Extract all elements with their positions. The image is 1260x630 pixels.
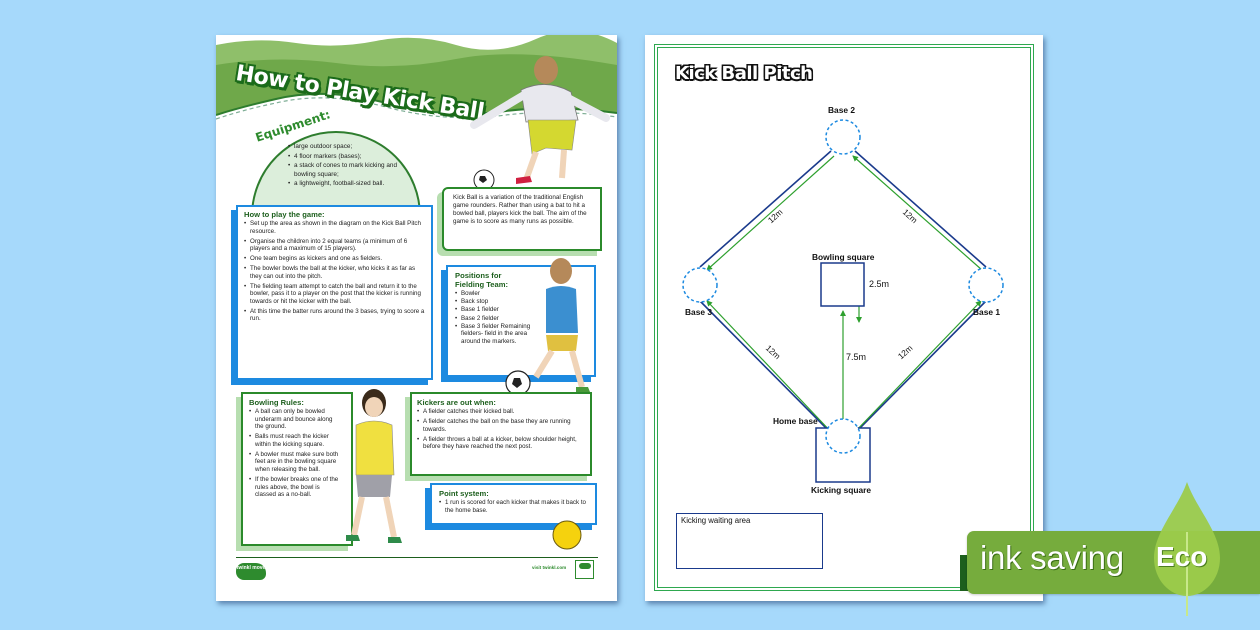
yellow-ball-icon bbox=[552, 520, 582, 550]
base-2-label: Base 2 bbox=[828, 105, 856, 115]
kickers-out-box: Kickers are out when: A fielder catches … bbox=[410, 392, 592, 476]
twinkl-move-logo: twinkl move bbox=[236, 563, 266, 580]
equipment-item: large outdoor space; bbox=[288, 143, 398, 152]
quality-badge-icon bbox=[575, 560, 594, 579]
bowling-rule-item: A bowler must make sure both feet are in… bbox=[249, 451, 341, 474]
footer-divider bbox=[236, 557, 598, 558]
bowling-rules-title: Bowling Rules: bbox=[249, 398, 304, 407]
pitch-frame bbox=[654, 44, 1034, 591]
boy-running-illustration bbox=[346, 389, 402, 543]
girl-kicking-illustration bbox=[470, 56, 610, 190]
base-1-label: Base 1 bbox=[973, 307, 1001, 317]
frame-tab bbox=[960, 555, 968, 591]
bowling-rule-item: Balls must reach the kicker within the k… bbox=[249, 433, 341, 448]
bowling-rule-item: A ball can only be bowled underarm and b… bbox=[249, 408, 341, 431]
how-to-play-item: Set up the area as shown in the diagram … bbox=[244, 220, 425, 235]
position-item: Base 3 fielder Remaining fielders- field… bbox=[455, 323, 533, 346]
waiting-area-label: Kicking waiting area bbox=[681, 516, 751, 525]
how-to-play-item: Organise the children into 2 equal teams… bbox=[244, 238, 425, 253]
bowling-rule-item: If the bowler breaks one of the rules ab… bbox=[249, 476, 341, 499]
bowling-rules-box: Bowling Rules: A ball can only be bowled… bbox=[241, 392, 353, 546]
how-to-play-box: How to play the game: Set up the area as… bbox=[236, 205, 433, 380]
point-system-title: Point system: bbox=[439, 489, 489, 498]
equipment-item: a stack of cones to mark kicking and bow… bbox=[288, 162, 398, 179]
bowling-square-label: Bowling square bbox=[812, 252, 875, 262]
how-to-play-title: How to play the game: bbox=[244, 210, 325, 219]
visit-link[interactable]: visit twinkl.com bbox=[532, 565, 567, 570]
ink-saving-text: ink saving bbox=[980, 539, 1124, 576]
how-to-play-item: At this time the batter runs around the … bbox=[244, 308, 425, 323]
position-item: Base 2 fielder bbox=[455, 315, 533, 323]
equipment-item: 4 floor markers (bases); bbox=[288, 153, 398, 162]
measure-bowling-distance: 7.5m bbox=[846, 352, 867, 362]
point-system-box: Point system: 1 run is scored for each k… bbox=[430, 483, 597, 525]
equipment-item: a lightweight, football-sized ball. bbox=[288, 180, 398, 189]
kicking-waiting-area: Kicking waiting area bbox=[676, 513, 823, 569]
pitch-sheet: Kick Ball Pitch bbox=[645, 35, 1043, 601]
position-item: Bowler bbox=[455, 290, 533, 298]
equipment-list: large outdoor space; 4 floor markers (ba… bbox=[288, 143, 398, 190]
kickers-out-item: A fielder throws a ball at a kicker, bel… bbox=[417, 436, 585, 451]
how-to-play-sheet: How to Play Kick Ball Equipment: large o… bbox=[216, 35, 617, 601]
how-to-play-item: One team begins as kickers and one as fi… bbox=[244, 255, 425, 263]
kickers-out-item: A fielder catches the ball on the base t… bbox=[417, 418, 585, 433]
pitch-title: Kick Ball Pitch bbox=[675, 63, 813, 84]
kickers-out-title: Kickers are out when: bbox=[417, 398, 496, 407]
kickers-out-item: A fielder catches their kicked ball. bbox=[417, 408, 585, 416]
how-to-play-item: The fielding team attempt to catch the b… bbox=[244, 283, 425, 306]
intro-box: Kick Ball is a variation of the traditio… bbox=[442, 187, 602, 251]
positions-title: Positions for Fielding Team: bbox=[455, 271, 509, 289]
kicking-square-label: Kicking square bbox=[811, 485, 872, 495]
how-to-play-item: The bowler bowls the ball at the kicker,… bbox=[244, 265, 425, 280]
position-item: Base 1 fielder bbox=[455, 306, 533, 314]
football-icon bbox=[505, 370, 531, 396]
measure-bowling-size: 2.5m bbox=[869, 279, 890, 289]
eco-label: Eco bbox=[1156, 541, 1208, 572]
position-item: Back stop bbox=[455, 298, 533, 306]
base-3-label: Base 3 bbox=[685, 307, 713, 317]
pitch-diagram bbox=[682, 119, 1004, 483]
home-base-label: Home base bbox=[773, 416, 818, 426]
point-system-item: 1 run is scored for each kicker that mak… bbox=[439, 499, 588, 514]
girl-with-ball-illustration bbox=[533, 258, 590, 392]
leaf-drop-icon bbox=[1154, 482, 1220, 616]
